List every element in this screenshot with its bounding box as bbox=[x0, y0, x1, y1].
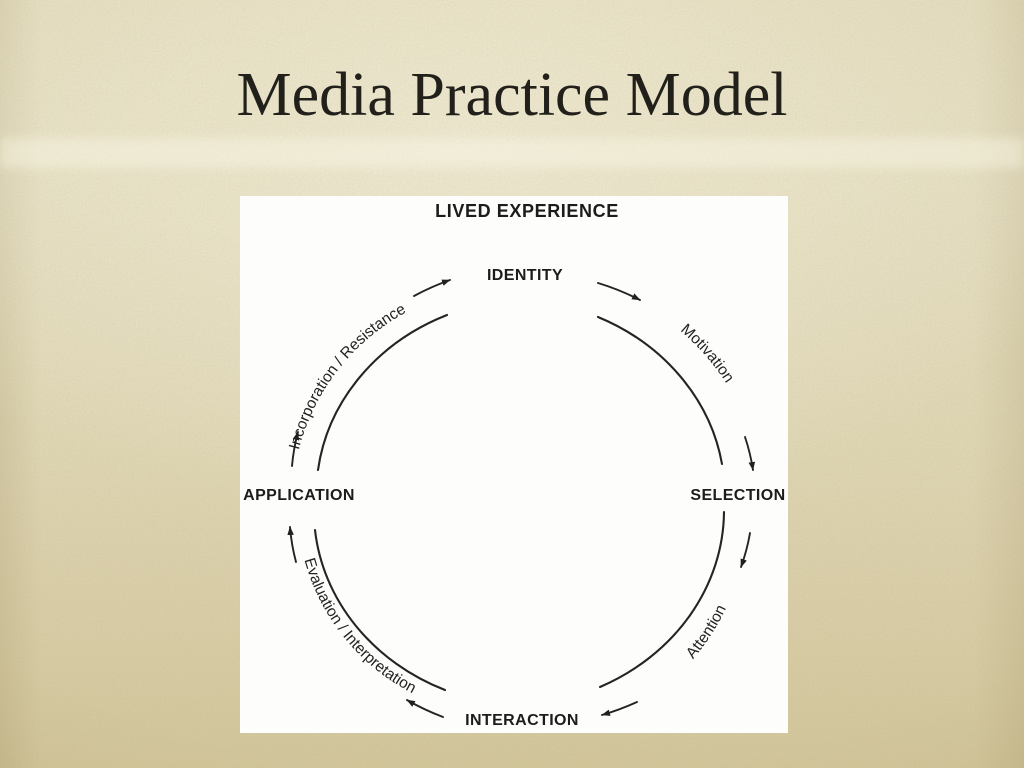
edge-label-motivation: Motivation bbox=[677, 321, 737, 386]
cycle-arc-identity-to-selection bbox=[596, 315, 724, 466]
node-selection: SELECTION bbox=[690, 487, 785, 504]
cycle-arc-selection-to-interaction bbox=[598, 510, 726, 689]
diagram-panel: LIVED EXPERIENCE IDENTITY SELECTION INTE… bbox=[240, 196, 788, 733]
edge-label-evaluation-interpretation: Evaluation / Interpretation bbox=[301, 556, 419, 697]
cycle-arc-interaction-to-application bbox=[313, 528, 447, 692]
flow-arrow-into-application bbox=[287, 526, 297, 563]
cycle-arc-application-to-identity bbox=[316, 313, 449, 472]
flow-arrow-from-interaction bbox=[406, 699, 444, 718]
node-application: APPLICATION bbox=[243, 487, 355, 504]
edge-label-attention: Attention bbox=[683, 602, 730, 662]
edge-label-incorporation-resistance-text: Incorporation / Resistance bbox=[286, 301, 408, 452]
node-identity: IDENTITY bbox=[487, 267, 563, 284]
node-interaction: INTERACTION bbox=[465, 712, 579, 729]
slide-title: Media Practice Model bbox=[236, 61, 788, 129]
edge-label-motivation-text: Motivation bbox=[677, 321, 737, 386]
edge-label-attention-text: Attention bbox=[683, 602, 730, 662]
flow-arrow-from-selection bbox=[740, 532, 751, 568]
flow-arrow-into-selection bbox=[744, 436, 756, 471]
edge-label-incorporation-resistance: Incorporation / Resistance bbox=[286, 301, 408, 452]
flow-arrow-into-identity bbox=[413, 279, 451, 297]
flow-arrow-from-identity bbox=[597, 282, 641, 301]
label-lived-experience: LIVED EXPERIENCE bbox=[435, 201, 619, 221]
flow-arrow-into-interaction bbox=[601, 701, 638, 716]
background-light-band bbox=[0, 138, 1024, 168]
flow-arrow-from-application bbox=[291, 431, 300, 467]
media-practice-cycle-diagram: LIVED EXPERIENCE IDENTITY SELECTION INTE… bbox=[243, 201, 785, 729]
edge-label-evaluation-interpretation-text: Evaluation / Interpretation bbox=[301, 556, 419, 697]
